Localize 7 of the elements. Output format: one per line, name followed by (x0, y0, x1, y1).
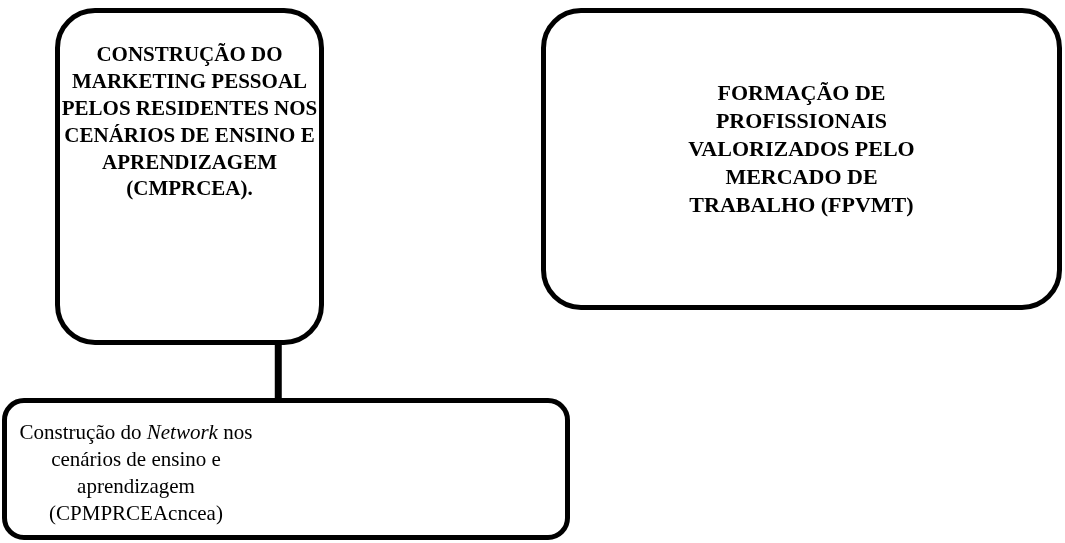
box-text: CONSTRUÇÃO DO MARKETING PESSOAL PELOS RESIDENTES NOS CENÁRIOS DE ENSINO E APRENDIZAGEM (CMPRCEA). (60, 41, 319, 203)
box-text: Construção do Network nos cenários de ensino e aprendizagem (CPMPRCEAcncea) (18, 419, 254, 527)
rounded-box (541, 8, 1062, 310)
box-text: FORMAÇÃO DE PROFISSIONAIS VALORIZADOS PELO MERCADO DE TRABALHO (FPVMT) (687, 78, 916, 220)
rounded-box (2, 398, 570, 540)
rounded-box (55, 8, 324, 345)
connector-line (274, 345, 282, 398)
